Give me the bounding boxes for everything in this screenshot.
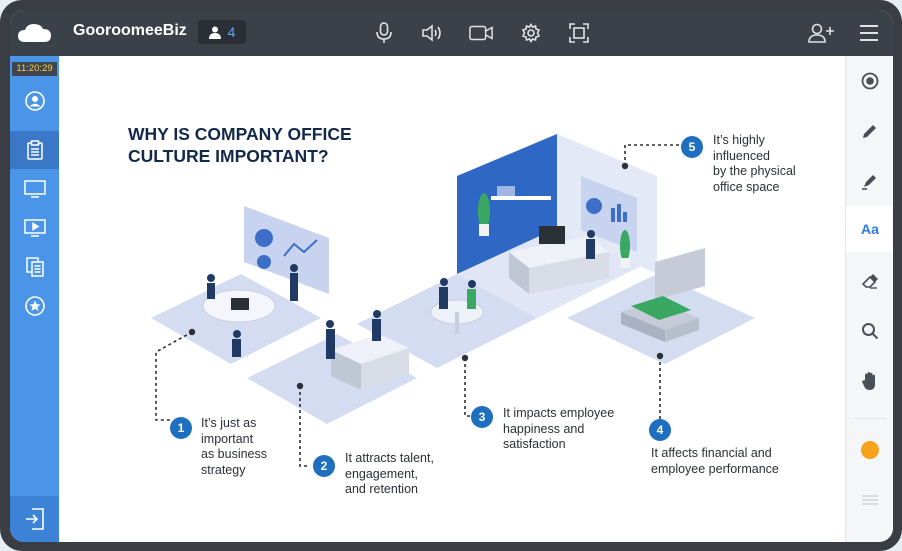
app-name: GooroomeeBiz [73, 22, 187, 39]
step-number: 3 [471, 406, 493, 428]
slide-title: WHY IS COMPANY OFFICE CULTURE IMPORTANT? [128, 124, 352, 166]
record-icon[interactable] [846, 58, 893, 104]
person-icon [208, 26, 221, 39]
color-dot [861, 441, 879, 459]
speaker-icon[interactable] [420, 21, 444, 45]
star-icon[interactable] [10, 287, 59, 325]
text-icon: Aa [861, 221, 879, 237]
left-sidebar: 11:20:29 [10, 56, 59, 542]
top-bar: GooroomeeBiz 4 [10, 10, 893, 56]
app-window: GooroomeeBiz 4 11:20:29 [10, 10, 893, 542]
office-illustration [151, 134, 755, 467]
presentation-slide: WHY IS COMPANY OFFICE CULTURE IMPORTANT?… [59, 56, 845, 542]
cloud-logo-icon[interactable] [10, 10, 59, 56]
session-clock: 11:20:29 [12, 62, 57, 76]
profile-icon[interactable] [10, 82, 59, 120]
video-icon[interactable] [10, 209, 59, 247]
hand-icon[interactable] [846, 358, 893, 404]
color-picker-button[interactable] [846, 427, 893, 473]
right-toolbar: Aa [845, 56, 893, 542]
microphone-icon[interactable] [372, 21, 396, 45]
files-icon[interactable] [10, 248, 59, 286]
step-number: 4 [649, 419, 671, 441]
line-weight-icon[interactable] [846, 477, 893, 523]
exit-icon[interactable] [10, 496, 59, 542]
document-icon[interactable] [10, 131, 59, 169]
step-2-text: It attracts talent,engagement,and retent… [345, 451, 434, 496]
step-number: 2 [313, 455, 335, 477]
menu-icon[interactable] [857, 21, 881, 45]
screen-share-icon[interactable] [10, 170, 59, 208]
participant-count: 4 [227, 24, 236, 40]
participants-button[interactable]: 4 [198, 20, 246, 44]
zoom-icon[interactable] [846, 308, 893, 354]
fullscreen-icon[interactable] [567, 21, 591, 45]
step-number: 5 [681, 136, 703, 158]
eraser-icon[interactable] [846, 258, 893, 304]
step-number: 1 [170, 417, 192, 439]
pen-icon[interactable] [846, 108, 893, 154]
settings-icon[interactable] [519, 21, 543, 45]
camera-icon[interactable] [469, 21, 493, 45]
add-user-icon[interactable] [807, 21, 837, 45]
text-tool-button[interactable]: Aa [846, 206, 893, 252]
toolbar-divider [854, 418, 886, 419]
highlighter-icon[interactable] [846, 158, 893, 204]
